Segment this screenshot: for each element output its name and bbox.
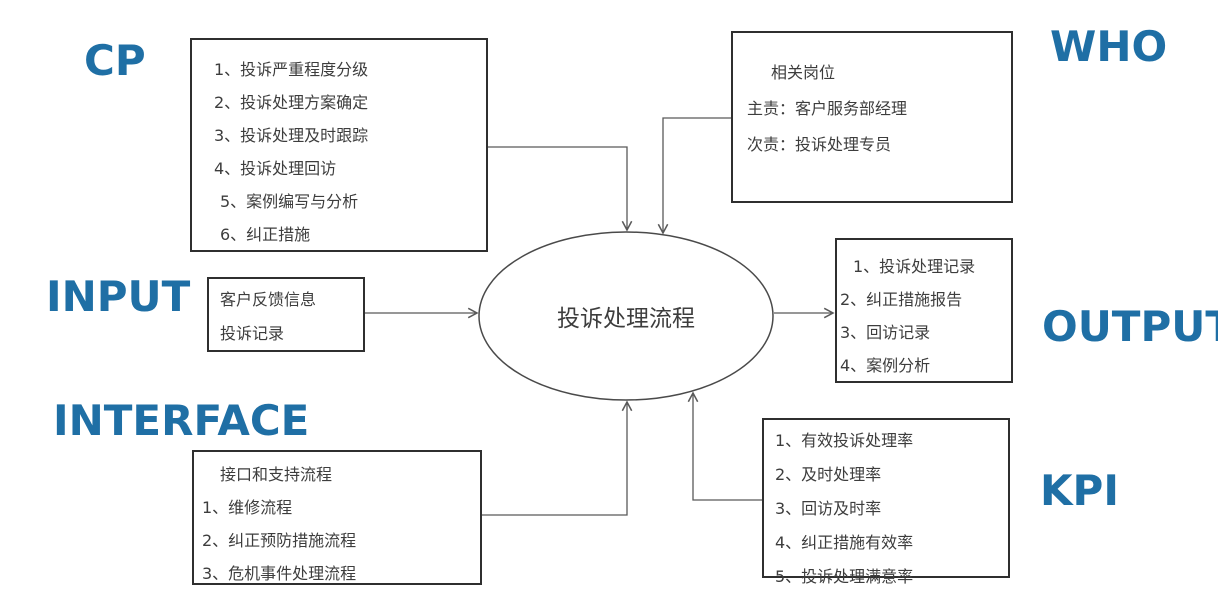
output-item: 3、回访记录 <box>840 323 931 342</box>
kpi-item: 2、及时处理率 <box>775 465 882 484</box>
cp-activities-list: 1、投诉严重程度分级 2、投诉处理方案确定 3、投诉处理及时跟踪 4、投诉处理回… <box>214 53 486 251</box>
cp-item: 1、投诉严重程度分级 <box>214 60 369 79</box>
kpi-item: 3、回访及时率 <box>775 499 882 518</box>
interface-item: 3、危机事件处理流程 <box>202 564 357 583</box>
who-roles-box: 相关岗位 主责：客户服务部经理 次责：投诉处理专员 <box>731 31 1013 203</box>
cp-item: 6、纠正措施 <box>220 225 311 244</box>
cp-item: 4、投诉处理回访 <box>214 159 337 178</box>
input-line: 客户反馈信息 <box>220 290 317 309</box>
kpi-box: 1、有效投诉处理率 2、及时处理率 3、回访及时率 4、纠正措施有效率 5、投诉… <box>762 418 1010 586</box>
interface-item: 2、纠正预防措施流程 <box>202 531 357 550</box>
output-item: 1、投诉处理记录 <box>853 257 976 276</box>
connector-kpi-to-process <box>687 391 762 501</box>
cp-item: 3、投诉处理及时跟踪 <box>214 126 369 145</box>
process-ellipse-label: 投诉处理流程 <box>557 306 695 332</box>
interface-box: 接口和支持流程 1、维修流程 2、纠正预防措施流程 3、危机事件处理流程 <box>192 450 482 585</box>
connector-who-to-process <box>657 117 731 235</box>
interface-label: INTERFACE <box>53 396 310 445</box>
cp-item: 2、投诉处理方案确定 <box>214 93 369 112</box>
who-secondary-role: 次责：投诉处理专员 <box>747 135 892 154</box>
input-label: INPUT <box>46 272 191 321</box>
connector-interface-to-process <box>482 400 633 516</box>
output-label: OUTPUT <box>1042 302 1218 351</box>
who-primary-role: 主责：客户服务部经理 <box>747 99 908 118</box>
output-box: 1、投诉处理记录 2、纠正措施报告 3、回访记录 4、案例分析 <box>835 238 1013 383</box>
output-item: 4、案例分析 <box>840 356 931 375</box>
interface-item: 1、维修流程 <box>202 498 293 517</box>
output-list: 1、投诉处理记录 2、纠正措施报告 3、回访记录 4、案例分析 <box>840 250 1011 382</box>
input-box: 客户反馈信息 投诉记录 <box>207 277 365 352</box>
connector-cp-to-process <box>488 146 633 232</box>
interface-list: 1、维修流程 2、纠正预防措施流程 3、危机事件处理流程 <box>202 491 480 590</box>
kpi-label: KPI <box>1040 466 1119 515</box>
kpi-item: 5、投诉处理满意率 <box>775 567 914 586</box>
cp-label: CP <box>84 36 146 85</box>
output-item: 2、纠正措施报告 <box>840 290 963 309</box>
who-box-title: 相关岗位 <box>771 63 836 82</box>
who-label: WHO <box>1050 22 1168 71</box>
interface-box-title: 接口和支持流程 <box>220 465 333 484</box>
kpi-list: 1、有效投诉处理率 2、及时处理率 3、回访及时率 4、纠正措施有效率 5、投诉… <box>775 424 1008 594</box>
cp-activities-box: 1、投诉严重程度分级 2、投诉处理方案确定 3、投诉处理及时跟踪 4、投诉处理回… <box>190 38 488 252</box>
kpi-item: 1、有效投诉处理率 <box>775 431 914 450</box>
kpi-item: 4、纠正措施有效率 <box>775 533 914 552</box>
process-ellipse <box>478 231 774 401</box>
cp-item: 5、案例编写与分析 <box>220 192 359 211</box>
input-line: 投诉记录 <box>220 324 285 343</box>
